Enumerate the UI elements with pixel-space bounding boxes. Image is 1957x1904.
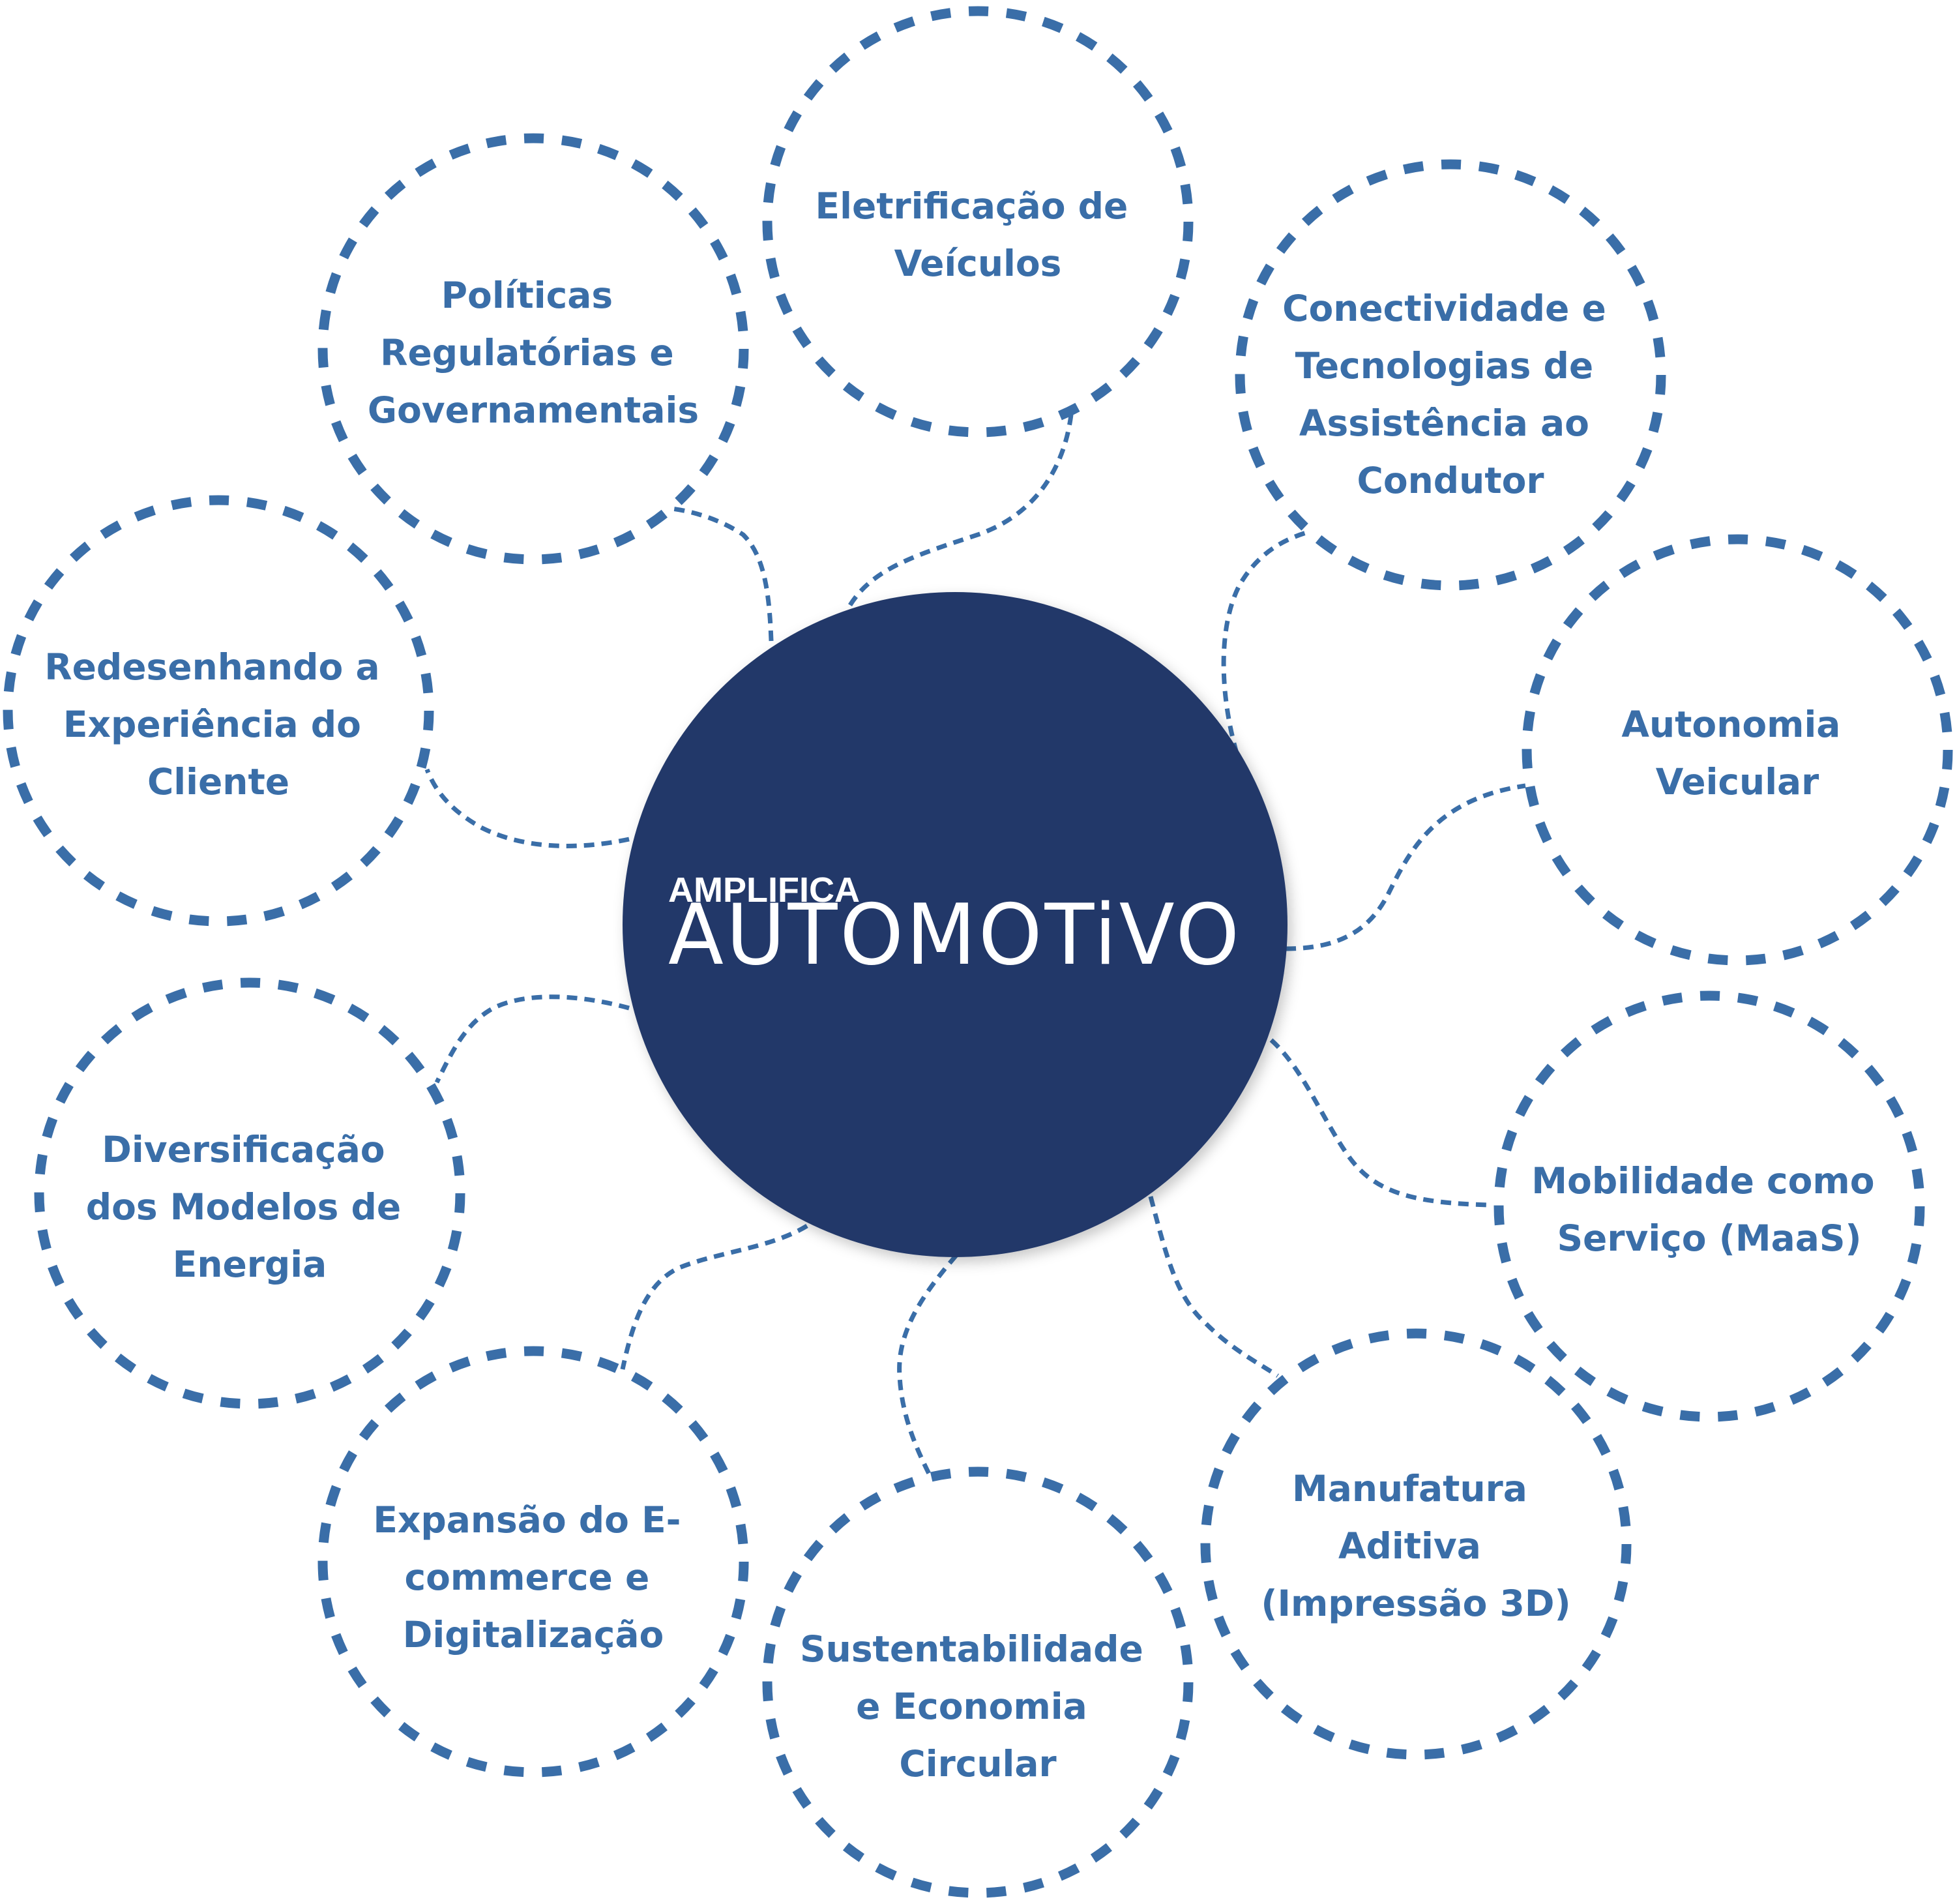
node-sustentabilidade-line-2: e Economia [856,1686,1087,1727]
svg-text:Políticas Regulatórias: Políticas Regulatórias e Governamentais [368,275,699,431]
node-diversificacao-line-2: dos Modelos de [86,1186,401,1228]
connector-diversificacao [434,994,630,1084]
node-autonomia-line-1: Autonomia [1621,704,1840,745]
node-diversificacao: Diversificação dos Modelos de Energia [34,977,465,1409]
node-manufatura-line-1: Manufatura [1292,1468,1527,1510]
node-conectividade-line-2: Tecnologias de [1295,345,1594,387]
node-sustentabilidade-line-1: Sustentabilidade [800,1628,1143,1670]
node-conectividade-line-1: Conectividade e [1282,288,1606,329]
svg-text:Autonomia Veicular: Autonomia Veicular [1621,704,1853,803]
node-sustentabilidade: Sustentabilidade e Economia Circular [762,1466,1194,1898]
node-experiencia-line-3: Cliente [147,761,289,803]
node-conectividade-line-3: Assistência ao [1299,402,1589,444]
node-politicas-line-1: Políticas [441,275,613,316]
hub-node: AMPLIFICA AUTOMOTiVO [623,592,1288,1257]
connector-manufatura [1148,1196,1279,1378]
node-mobilidade-line-1: Mobilidade como [1531,1160,1874,1202]
hub-title-logo: AUTOMOTiVO [668,887,1242,984]
svg-text:Redesenhando a Experiê: Redesenhando a Experiência do Cliente [44,646,392,803]
svg-text:Conectividade e Tecnol: Conectividade e Tecnologias de Assistênc… [1282,288,1619,501]
svg-text:Sustentabilidade e Eco: Sustentabilidade e Economia Circular [800,1628,1156,1785]
connector-conectividade [1221,529,1311,754]
hub-circle [623,592,1288,1257]
node-mobilidade: Mobilidade como Serviço (MaaS) [1494,990,1925,1422]
node-politicas: Políticas Regulatórias e Governamentais [317,133,749,565]
svg-text:Mobilidade como Serviç: Mobilidade como Serviço (MaaS) [1531,1160,1887,1259]
node-experiencia-line-2: Experiência do [63,704,361,745]
node-diversificacao-line-3: Energia [173,1243,327,1285]
svg-text:Diversificação dos Mod: Diversificação dos Modelos de Energia [86,1129,414,1285]
svg-text:Eletrificação de Veícu: Eletrificação de Veículos [816,185,1141,284]
node-autonomia: Autonomia Veicular [1522,534,1953,966]
node-mobilidade-line-2: Serviço (MaaS) [1557,1217,1861,1259]
node-conectividade: Conectividade e Tecnologias de Assistênc… [1235,159,1666,591]
node-manufatura-line-3: (Impressão 3D) [1261,1583,1570,1624]
connector-mobilidade [1269,1038,1490,1208]
node-experiencia-line-1: Redesenhando a [44,646,379,688]
node-politicas-line-2: Regulatórias e [380,332,674,374]
node-politicas-line-3: Governamentais [368,389,699,431]
svg-text:Manufatura Aditiva: Manufatura Aditiva (Impressão 3D) [1261,1468,1570,1624]
connector-sustentabilidade [897,1253,958,1475]
node-eletrificacao: Eletrificação de Veículos [762,6,1194,438]
node-ecommerce-line-1: Expansão do E- [373,1499,681,1541]
node-autonomia-line-2: Veicular [1656,761,1819,803]
node-manufatura: Manufatura Aditiva (Impressão 3D) [1200,1328,1632,1760]
node-ecommerce: Expansão do E- commerce e Digitalização [317,1346,749,1778]
node-diversificacao-line-1: Diversificação [102,1129,385,1170]
connector-experiencia [424,768,630,848]
topic-nodes: Eletrificação de Veículos Conectividade … [3,6,1953,1898]
node-ecommerce-line-3: Digitalização [403,1614,664,1656]
connector-eletrificacao [848,400,1075,606]
node-manufatura-line-2: Aditiva [1338,1525,1481,1567]
node-eletrificacao-line-1: Eletrificação de [816,185,1128,227]
svg-text:Expansão do E- commerc: Expansão do E- commerce e Digitalização [373,1499,693,1656]
hub-title-small: AMPLIFICA [668,870,860,910]
connector-lines [424,400,1526,1475]
connector-politicas [671,506,774,642]
connector-autonomia [1285,783,1526,951]
connector-ecommerce [620,1224,808,1370]
node-conectividade-line-4: Condutor [1357,460,1544,501]
node-sustentabilidade-line-3: Circular [899,1743,1056,1785]
node-ecommerce-line-2: commerce e [405,1556,650,1598]
node-eletrificacao-line-2: Veículos [894,243,1062,284]
node-experiencia: Redesenhando a Experiência do Cliente [3,495,434,927]
